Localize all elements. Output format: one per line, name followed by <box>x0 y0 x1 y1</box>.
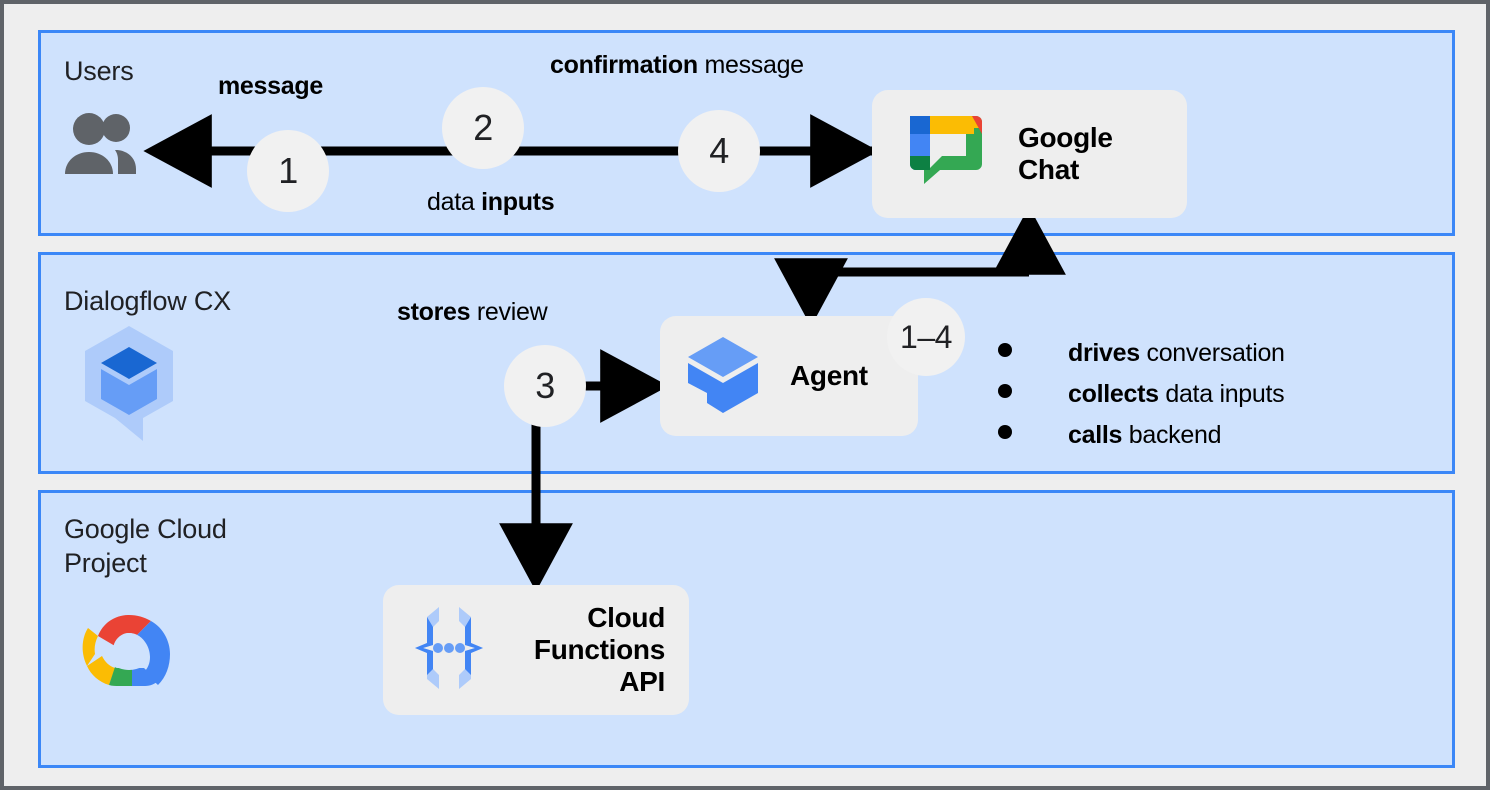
card-cloud-functions-api[interactable]: Cloud Functions API <box>383 585 689 715</box>
band-google-cloud-project <box>38 490 1455 768</box>
card-label-cloud-functions-api: Cloud Functions API <box>533 602 665 697</box>
agent-note-bold: calls <box>1068 421 1123 449</box>
agent-note-text: calls backend <box>1068 421 1221 449</box>
card-label-agent: Agent <box>790 360 868 391</box>
connector-label-stores-review: stores review <box>397 298 548 326</box>
step-circle-1-label: 1 <box>278 150 298 191</box>
agent-note-item: collects data inputs <box>998 380 1285 421</box>
dialogflow-cx-logo-icon <box>79 324 179 446</box>
agent-note-rest: backend <box>1122 421 1222 449</box>
card-agent[interactable]: Agent <box>660 316 918 436</box>
bullet-icon <box>998 384 1012 398</box>
agent-notes-list: drives conversation collects data inputs… <box>998 339 1285 462</box>
step-circle-3: 3 <box>504 345 586 427</box>
agent-note-item: drives conversation <box>998 339 1285 380</box>
step-circle-1-4: 1–4 <box>887 298 965 376</box>
agent-note-text: drives conversation <box>1068 339 1285 367</box>
bullet-icon <box>998 425 1012 439</box>
step-circle-2-label: 2 <box>473 107 493 148</box>
connector-label-data-inputs-bold: inputs <box>481 188 555 216</box>
card-google-chat[interactable]: Google Chat <box>872 90 1187 218</box>
dialogflow-agent-icon <box>682 331 764 422</box>
cloud-functions-icon <box>407 603 491 698</box>
google-cloud-logo-icon <box>82 612 176 690</box>
connector-label-stores-rest: review <box>470 298 548 326</box>
band-label-users: Users <box>64 56 134 86</box>
step-circle-1: 1 <box>247 130 329 212</box>
agent-note-bold: drives <box>1068 339 1140 367</box>
agent-note-text: collects data inputs <box>1068 380 1285 408</box>
band-label-dialogflow-cx: Dialogflow CX <box>64 286 231 316</box>
connector-label-data-inputs: data inputs <box>427 188 555 216</box>
connector-label-message: message <box>218 72 323 100</box>
agent-note-bold: collects <box>1068 380 1159 408</box>
agent-note-rest: conversation <box>1139 339 1285 367</box>
step-circle-3-label: 3 <box>535 365 555 406</box>
google-chat-icon <box>898 104 994 205</box>
band-label-google-cloud-project: Google Cloud Project <box>64 514 227 578</box>
agent-note-item: calls backend <box>998 421 1285 462</box>
step-circle-4-label: 4 <box>709 130 729 171</box>
step-circle-4: 4 <box>678 110 760 192</box>
agent-note-rest: data inputs <box>1158 380 1285 408</box>
connector-label-confirmation-message: confirmation message <box>550 51 804 79</box>
connector-label-data-inputs-rest: data <box>427 188 482 216</box>
bullet-icon <box>998 343 1012 357</box>
users-icon <box>62 112 140 178</box>
connector-label-confirmation-bold: confirmation <box>550 51 698 79</box>
connector-label-stores-bold: stores <box>397 298 471 326</box>
card-label-google-chat: Google Chat <box>1018 122 1113 185</box>
step-circle-1-4-label: 1–4 <box>900 319 952 355</box>
connector-label-confirmation-rest: message <box>697 51 804 79</box>
step-circle-2: 2 <box>442 87 524 169</box>
